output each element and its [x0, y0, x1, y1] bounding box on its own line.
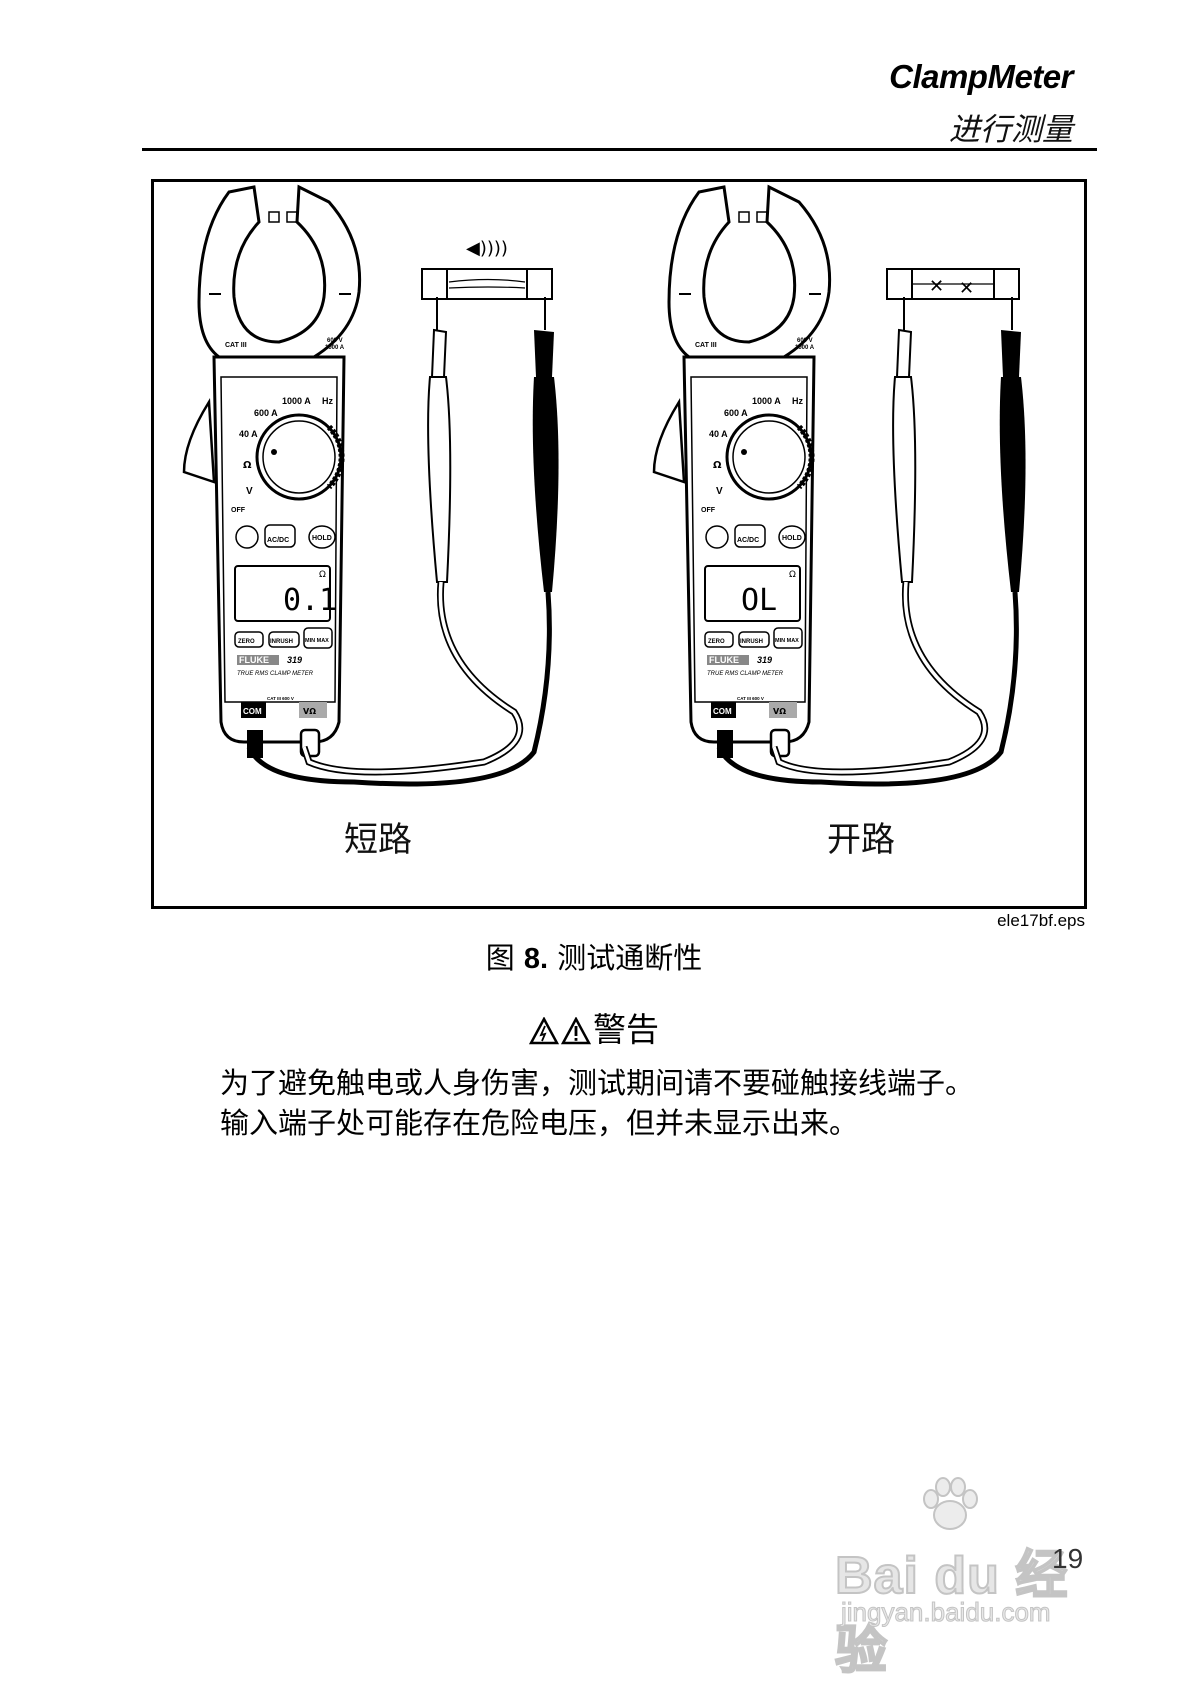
model-number: 319: [287, 655, 302, 665]
btn-inrush: INRUSH: [270, 639, 293, 645]
range-ohm-r: Ω: [713, 460, 722, 471]
range-1000a: 1000 A: [282, 396, 311, 406]
brand-logo-r: FLUKE: [709, 655, 739, 665]
caution-icon: [560, 1014, 592, 1053]
caption-text: 测试通断性: [548, 941, 703, 975]
range-ohm: Ω: [243, 460, 252, 471]
tagline-r: TRUE RMS CLAMP METER: [707, 671, 784, 677]
range-1000a-r: 1000 A: [752, 396, 781, 406]
display-unit-r: Ω: [789, 570, 796, 580]
figure-file-name: ele17bf.eps: [997, 911, 1085, 930]
terminal-v-r: VΩ: [773, 707, 786, 716]
btn-minmax-r: MIN MAX: [775, 638, 799, 644]
range-off: OFF: [231, 507, 246, 514]
break-mark-2: ✕: [959, 278, 974, 299]
btn-hold: HOLD: [312, 535, 332, 542]
terminal-cat: CAT III 600 V: [267, 696, 294, 701]
watermark-brand: Bai du 经验: [834, 1546, 1069, 1681]
meter-jaw-rating-amps-r: 1000 A: [795, 345, 815, 351]
probes-left: ◀)))): [246, 238, 559, 787]
tagline: TRUE RMS CLAMP METER: [237, 671, 314, 677]
terminal-v: VΩ: [303, 707, 316, 716]
btn-acdc-r: AC/DC: [737, 537, 759, 544]
shock-warning-icon: [528, 1014, 560, 1053]
break-mark-1: ✕: [929, 276, 944, 297]
range-40a-r: 40 A: [709, 429, 728, 439]
figure-illustration: CAT III 600 V 1000 A 1000 A Hz 600 A 40 …: [154, 182, 1026, 787]
range-v: V: [246, 486, 253, 497]
meter-right: CAT III 600 V 1000 A 1000 A Hz 600 A 40 …: [654, 187, 830, 758]
watermark: Bai du 经验 jingyan.baidu.com: [834, 1475, 1115, 1681]
watermark-url: jingyan.baidu.com: [841, 1597, 1052, 1628]
btn-zero-r: ZERO: [708, 639, 725, 645]
display-unit: Ω: [319, 570, 326, 580]
range-hz: Hz: [322, 396, 333, 406]
meter-left: CAT III 600 V 1000 A 1000 A Hz 600 A 40 …: [184, 187, 360, 758]
btn-zero: ZERO: [238, 639, 255, 645]
header-subtitle: 进行测量: [949, 112, 1073, 148]
btn-inrush-r: INRUSH: [740, 639, 763, 645]
warning-heading: 警告: [0, 1003, 1188, 1053]
probes-right: ✕ ✕: [716, 268, 1026, 787]
range-off-r: OFF: [701, 507, 716, 514]
figure-caption: 图 8. 测试通断性: [0, 935, 1188, 977]
warning-body: 为了避免触电或人身伤害，测试期间请不要碰触接线端子。输入端子处可能存在危险电压，…: [220, 1066, 975, 1140]
range-40a: 40 A: [239, 429, 258, 439]
meter-jaw-rating-r: 600 V: [797, 338, 813, 344]
header-title: ClampMeter: [889, 58, 1073, 95]
meter-jaw-rating-amps: 1000 A: [325, 345, 345, 351]
model-number-r: 319: [757, 655, 772, 665]
meter-cat-left: CAT III: [225, 342, 247, 349]
btn-acdc: AC/DC: [267, 537, 289, 544]
caption-number: 8.: [523, 943, 549, 975]
caption-prefix: 图: [485, 941, 524, 975]
terminal-com-r: COM: [713, 707, 732, 716]
meter-cat-left-r: CAT III: [695, 342, 717, 349]
header-rule: [142, 148, 1097, 151]
meter-jaw-rating: 600 V: [327, 338, 343, 344]
terminal-com: COM: [243, 707, 262, 716]
range-v-r: V: [716, 486, 723, 497]
range-600a: 600 A: [254, 408, 278, 418]
brand-logo: FLUKE: [239, 655, 269, 665]
range-hz-r: Hz: [792, 396, 803, 406]
beep-icon: ◀)))): [466, 238, 508, 259]
label-short-circuit: 短路: [344, 820, 412, 860]
page-number: 19: [1052, 1543, 1084, 1574]
terminal-cat-r: CAT III 600 V: [737, 696, 764, 701]
display-reading-open: OL: [741, 583, 777, 618]
warning-title: 警告: [593, 1010, 659, 1049]
display-reading-short: 0.1: [283, 583, 337, 618]
label-open-circuit: 开路: [827, 820, 895, 860]
paw-icon: [923, 1477, 978, 1530]
range-600a-r: 600 A: [724, 408, 748, 418]
btn-minmax: MIN MAX: [305, 638, 329, 644]
btn-hold-r: HOLD: [782, 535, 802, 542]
figure-continuity-test: CAT III 600 V 1000 A 1000 A Hz 600 A 40 …: [151, 179, 1087, 909]
